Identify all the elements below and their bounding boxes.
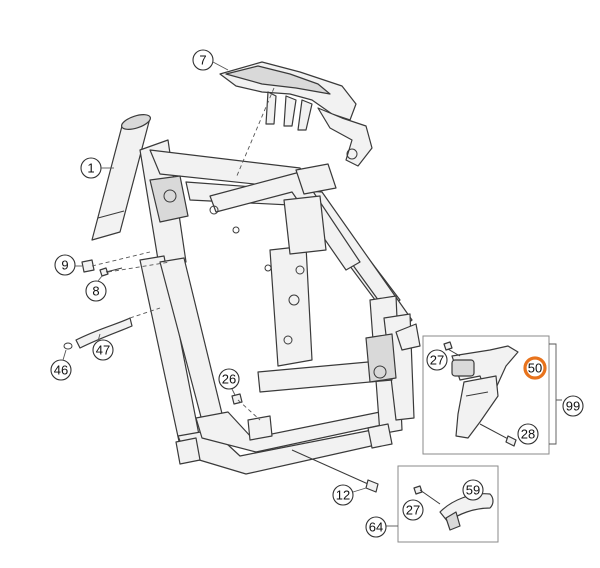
frame-tube-part: [91, 114, 151, 241]
callout[interactable]: 8: [85, 280, 107, 302]
main-frame: [139, 139, 421, 475]
subframe-bracket-part: [219, 61, 373, 167]
callout[interactable]: 47: [92, 339, 114, 361]
callout[interactable]: 59: [462, 479, 484, 501]
callout[interactable]: 7: [192, 49, 214, 71]
leader-line: [97, 275, 103, 282]
slide-guard-kit-box: [397, 465, 499, 543]
callout-circle: [332, 484, 354, 506]
callout[interactable]: 27: [426, 349, 448, 371]
callout-circle: [192, 49, 214, 71]
callout-circle: [562, 395, 584, 417]
callout[interactable]: 26: [218, 368, 240, 390]
callout-label: 47: [96, 343, 110, 358]
small-parts-left: [63, 259, 133, 350]
callout[interactable]: 64: [365, 516, 387, 538]
callout-circle: [523, 356, 547, 380]
leader-line: [231, 388, 236, 396]
callout-label: 9: [61, 258, 68, 273]
callout[interactable]: 27: [402, 499, 424, 521]
sidestand-kit-box: [422, 335, 550, 455]
callout-circle: [426, 349, 448, 371]
callout-circle: [218, 368, 240, 390]
callout[interactable]: 12: [332, 484, 354, 506]
box-99-bracket: [549, 343, 562, 445]
callout-label: 64: [369, 520, 383, 535]
callout[interactable]: 46: [50, 359, 72, 381]
bolt-part: [291, 449, 379, 493]
callout-label: 99: [566, 399, 580, 414]
callout-circle: [402, 499, 424, 521]
callout-circle: [365, 516, 387, 538]
leader-line: [212, 61, 229, 71]
callout-label: 12: [336, 488, 350, 503]
leader-line: [97, 333, 101, 342]
callout-label: 26: [222, 372, 236, 387]
callout-label: 1: [87, 161, 94, 176]
callout-circle: [50, 359, 72, 381]
callout-circle: [517, 423, 539, 445]
callout-circle: [54, 254, 76, 276]
callout-circle: [92, 339, 114, 361]
callout-circle: [462, 479, 484, 501]
callout-label: 59: [466, 483, 480, 498]
callout-label: 27: [406, 503, 420, 518]
callout[interactable]: 1: [80, 157, 102, 179]
leader-line: [62, 349, 67, 361]
callout-label: 27: [430, 353, 444, 368]
callout-label: 50: [528, 361, 542, 376]
callout-label: 7: [199, 53, 206, 68]
dashed-assembly-lines: [91, 87, 275, 421]
callout-label: 8: [92, 284, 99, 299]
callout-circle: [85, 280, 107, 302]
callout[interactable]: 9: [54, 254, 76, 276]
callout-label: 46: [54, 363, 68, 378]
callout[interactable]: 28: [517, 423, 539, 445]
leader-line: [352, 487, 367, 493]
callout-highlighted[interactable]: 50: [523, 356, 547, 380]
callout[interactable]: 99: [562, 395, 584, 417]
callout-label: 28: [521, 427, 535, 442]
